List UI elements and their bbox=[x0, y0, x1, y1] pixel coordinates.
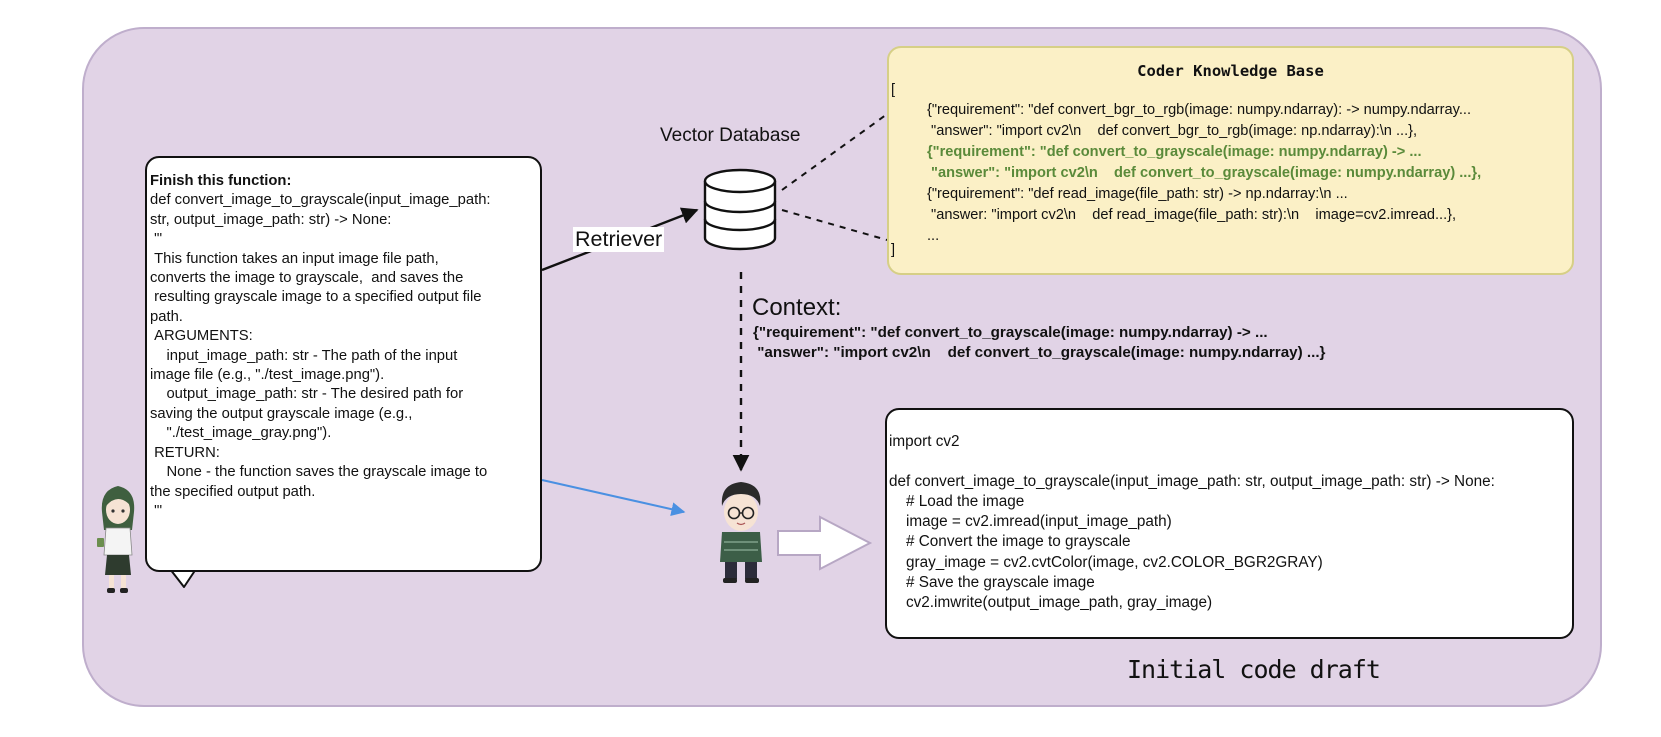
vector-database-label: Vector Database bbox=[660, 125, 801, 146]
kb-entry-line-highlighted: "answer": "import cv2\n def convert_to_g… bbox=[927, 165, 1482, 181]
code-draft-label: Initial code draft bbox=[1127, 655, 1381, 684]
prompt-to-coder-arrow bbox=[541, 479, 686, 517]
context-label: Context: bbox=[752, 294, 842, 321]
kb-close-bracket: ] bbox=[891, 242, 896, 258]
context-line: {"requirement": "def convert_to_grayscal… bbox=[753, 324, 1268, 341]
context-line: "answer": "import cv2\n def convert_to_g… bbox=[753, 344, 1326, 361]
prompt-text: Finish this function: def convert_image_… bbox=[150, 172, 540, 521]
coder-character-icon bbox=[720, 482, 762, 583]
kb-entry-line: ... bbox=[927, 228, 940, 244]
prompt-body: def convert_image_to_grayscale(input_ima… bbox=[150, 192, 491, 519]
kb-link-bottom bbox=[781, 209, 888, 241]
kb-entry-line: "answer": "import cv2\n def convert_bgr_… bbox=[927, 123, 1418, 139]
database-icon bbox=[703, 168, 777, 251]
kb-entry-line: {"requirement": "def read_image(file_pat… bbox=[927, 186, 1348, 202]
user-character-icon bbox=[97, 486, 135, 593]
kb-entry-line-highlighted: {"requirement": "def convert_to_grayscal… bbox=[927, 144, 1422, 160]
kb-open-bracket: [ bbox=[891, 82, 896, 98]
code-draft-box: import cv2 def convert_image_to_grayscal… bbox=[885, 408, 1574, 639]
kb-link-top bbox=[781, 111, 891, 191]
kb-entry-line: {"requirement": "def convert_bgr_to_rgb(… bbox=[927, 102, 1472, 118]
prompt-speech-bubble: Finish this function: def convert_image_… bbox=[145, 156, 542, 572]
coder-knowledge-base: Coder Knowledge Base [ {"requirement": "… bbox=[887, 46, 1574, 275]
prompt-heading: Finish this function: bbox=[150, 173, 292, 189]
retriever-label: Retriever bbox=[573, 227, 665, 252]
kb-entry-line: "answer: "import cv2\n def read_image(fi… bbox=[927, 207, 1457, 223]
code-draft-text: import cv2 def convert_image_to_grayscal… bbox=[889, 433, 1495, 611]
hollow-arrow-icon bbox=[777, 515, 873, 571]
knowledge-base-title: Coder Knowledge Base bbox=[1137, 62, 1324, 80]
